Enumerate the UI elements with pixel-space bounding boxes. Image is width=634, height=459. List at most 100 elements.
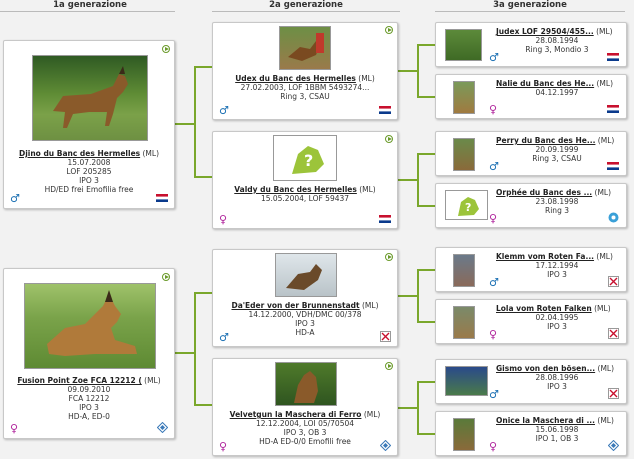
dog-name-link[interactable]: Nalie du Banc des He... (496, 79, 595, 88)
female-icon: ♀ (219, 440, 228, 453)
pedigree-card-gen3-4[interactable]: ? Orphée du Banc des ... (ML) 23.08.1998… (435, 183, 627, 228)
dog-dob: 02.04.1995 (535, 313, 579, 322)
pedigree-card-gen3-6[interactable]: Lola vom Roten Falken (ML) 02.04.1995 IP… (435, 299, 627, 344)
dog-photo[interactable] (32, 55, 148, 141)
pedigree-card-gen3-2[interactable]: Nalie du Banc des He... (ML) 04.12.1997 … (435, 74, 627, 119)
dog-name-link[interactable]: Djino du Banc des Hermelles (18, 149, 141, 158)
flag-fr-icon (156, 194, 168, 202)
dog-photo[interactable] (279, 26, 331, 70)
dog-photo[interactable] (445, 366, 488, 396)
dog-name-link[interactable]: Perry du Banc des He... (496, 136, 596, 145)
pedigree-card-gen2-2[interactable]: ? Valdy du Banc des Hermelles (ML) 15.05… (212, 131, 398, 229)
dog-dob: 15.07.2008 (67, 158, 111, 167)
dog-photo[interactable] (453, 138, 475, 171)
play-icon[interactable] (385, 362, 393, 370)
dog-health: HD/ED frei Emofilia free (44, 185, 134, 194)
pedigree-card-gen3-3[interactable]: Perry du Banc des He... (ML) 20.09.1999 … (435, 131, 627, 176)
dog-health: HD-A (295, 328, 315, 337)
dog-titles: Ring 3, Mondio 3 (525, 45, 589, 54)
play-icon[interactable] (385, 26, 393, 34)
dog-titles: IPO 3 (295, 319, 315, 328)
placeholder-image[interactable]: ? (445, 190, 488, 220)
header-gen3: 3a generazione (493, 0, 567, 10)
pedigree-card-gen1-dam[interactable]: Fusion Point Zoe FCA 12212 ( (ML) 09.09.… (3, 268, 175, 439)
dog-name-link[interactable]: Lola vom Roten Falken (496, 304, 592, 313)
male-icon: ♂ (219, 104, 229, 117)
dog-breed-code: (ML) (595, 136, 615, 145)
dog-health: HD-A, ED-0 (68, 412, 110, 421)
flag-fr-icon (607, 53, 619, 61)
dog-name-link[interactable]: Velvetgun la Maschera di Ferro (229, 410, 362, 419)
dog-dob: 28.08.1996 (535, 373, 579, 382)
pedigree-card-gen2-4[interactable]: Velvetgun la Maschera di Ferro (ML) 12.1… (212, 358, 398, 456)
male-icon: ♂ (219, 331, 229, 344)
female-icon: ♀ (219, 213, 228, 226)
dog-dob-registration: 12.12.2004, LOI 05/70504 (255, 419, 355, 428)
dog-photo[interactable] (453, 254, 475, 287)
dog-titles: IPO 3 (79, 403, 99, 412)
pedigree-card-gen2-3[interactable]: Da'Eder von der Brunnenstadt (ML) 14.12.… (212, 249, 398, 347)
dog-photo[interactable] (275, 362, 337, 406)
dog-name-link[interactable]: Gismo von den bösen... (496, 364, 596, 373)
svg-text:?: ? (304, 151, 313, 170)
dog-photo[interactable] (24, 283, 156, 369)
pedigree-card-gen3-8[interactable]: Onice la Maschera di ... (ML) 15.06.1998… (435, 411, 627, 456)
play-icon[interactable] (385, 135, 393, 143)
male-icon: ♂ (489, 388, 499, 401)
dog-name-link[interactable]: Judex LOF 29504/455... (496, 27, 594, 36)
header-gen2: 2a generazione (269, 0, 343, 10)
flag-fr-icon (379, 215, 391, 223)
dog-photo[interactable] (453, 306, 475, 339)
header-gen1: 1a generazione (53, 0, 127, 10)
svg-text:?: ? (465, 201, 471, 214)
dog-breed-code: (ML) (595, 364, 615, 373)
dog-breed-code: (ML) (359, 301, 379, 310)
pedigree-card-gen3-1[interactable]: Judex LOF 29504/455... (ML) 28.08.1994 R… (435, 22, 627, 67)
dog-photo[interactable] (453, 81, 475, 114)
dog-breed-code: (ML) (591, 304, 611, 313)
dog-titles: Ring 3 (545, 206, 569, 215)
female-icon: ♀ (489, 103, 498, 116)
dog-titles: IPO 3 (547, 382, 567, 391)
male-icon: ♂ (489, 51, 499, 64)
cross-badge-icon (380, 331, 391, 342)
play-icon[interactable] (162, 45, 170, 53)
header-divider (0, 11, 175, 12)
diamond-badge-icon (608, 440, 619, 451)
dog-name-link[interactable]: Fusion Point Zoe FCA 12212 ( (17, 376, 142, 385)
header-divider (435, 11, 625, 12)
dog-name-link[interactable]: Valdy du Banc des Hermelles (234, 185, 357, 194)
dog-dob-registration: 14.12.2000, VDH/DMC 00/378 (248, 310, 362, 319)
cross-badge-icon (608, 276, 619, 287)
dog-breed-code: (ML) (594, 79, 614, 88)
placeholder-image[interactable]: ? (273, 135, 337, 181)
cross-badge-icon (608, 328, 619, 339)
dog-photo[interactable] (453, 418, 475, 451)
dog-breed-code: (ML) (595, 416, 614, 425)
dog-name-link[interactable]: Klemm vom Roten Fa... (496, 252, 595, 261)
dog-breed-code: (ML) (594, 252, 613, 261)
pedigree-card-gen3-7[interactable]: Gismo von den bösen... (ML) 28.08.1996 I… (435, 359, 627, 404)
dog-breed-code: (ML) (593, 27, 613, 36)
flag-fr-icon (607, 162, 619, 170)
dog-titles: IPO 3, OB 3 (283, 428, 327, 437)
dog-photo[interactable] (445, 29, 482, 61)
dog-name-link[interactable]: Orphée du Banc des ... (496, 188, 593, 197)
pedigree-card-gen2-1[interactable]: Udex du Banc des Hermelles (ML) 27.02.20… (212, 22, 398, 120)
dog-breed-code: (ML) (140, 149, 160, 158)
pedigree-card-gen3-5[interactable]: Klemm vom Roten Fa... (ML) 17.12.1994 IP… (435, 247, 627, 292)
dog-breed-code: (ML) (592, 188, 612, 197)
dog-titles: IPO 3 (547, 270, 567, 279)
male-icon: ♂ (489, 160, 499, 173)
pedigree-card-gen1-sire[interactable]: Djino du Banc des Hermelles (ML) 15.07.2… (3, 40, 175, 209)
dog-photo[interactable] (275, 253, 337, 297)
male-icon: ♂ (10, 192, 20, 205)
play-icon[interactable] (162, 273, 170, 281)
play-icon[interactable] (385, 253, 393, 261)
dog-name-link[interactable]: Da'Eder von der Brunnenstadt (231, 301, 360, 310)
dog-titles: IPO 3 (79, 176, 99, 185)
dog-name-link[interactable]: Onice la Maschera di ... (496, 416, 596, 425)
dog-name-link[interactable]: Udex du Banc des Hermelles (235, 74, 356, 83)
cross-badge-icon (608, 388, 619, 399)
dog-health: HD-A ED-0/0 Emofili free (259, 437, 351, 446)
